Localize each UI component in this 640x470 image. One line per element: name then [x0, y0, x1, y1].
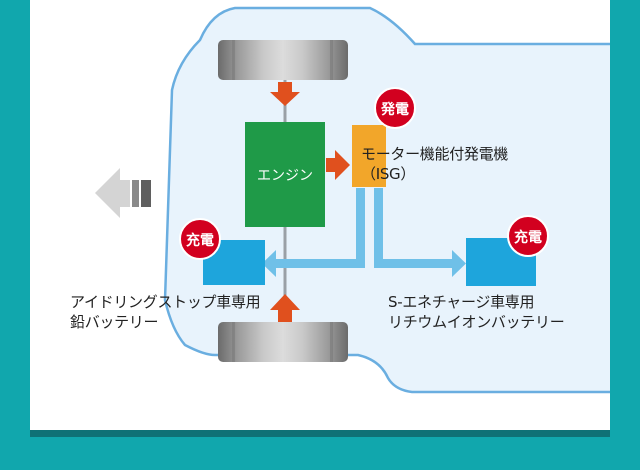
flow-arrow-to-lead-battery — [262, 188, 365, 277]
isg-label-line2: （ISG） — [361, 165, 416, 183]
power-arrow-front — [270, 82, 300, 106]
car-body-outline — [163, 6, 610, 394]
front-tire — [218, 40, 348, 80]
badge-charge-lithium: 充電 — [507, 215, 549, 257]
isg-block — [352, 125, 386, 187]
isg-label: モーター機能付発電機 （ISG） — [361, 144, 508, 184]
badge-charge-lead: 充電 — [179, 218, 221, 260]
lithium-battery-label-line1: S-エネチャージ車専用 — [388, 293, 535, 311]
lead-battery-label-line2: 鉛バッテリー — [70, 313, 159, 331]
isg-label-line1: モーター機能付発電機 — [361, 145, 509, 163]
rear-tire — [218, 322, 348, 362]
lithium-battery-label-line2: リチウムイオンバッテリー — [388, 313, 565, 331]
badge-charge-lead-label: 充電 — [186, 232, 214, 249]
power-arrow-rear — [270, 294, 300, 322]
badge-generate-label: 発電 — [380, 101, 409, 118]
engine-label: エンジン — [257, 168, 313, 184]
engine-block — [245, 122, 325, 227]
lead-battery-label: アイドリングストップ車専用 鉛バッテリー — [70, 292, 261, 332]
direction-arrow-icon — [95, 168, 151, 218]
lead-battery-label-line1: アイドリングストップ車専用 — [70, 293, 261, 311]
power-arrow-engine-to-isg — [326, 150, 350, 180]
badge-generate: 発電 — [374, 87, 416, 129]
lithium-battery-label: S-エネチャージ車専用 リチウムイオンバッテリー — [388, 292, 565, 332]
badge-charge-lithium-label: 充電 — [514, 229, 542, 246]
flow-arrow-to-lithium-battery — [374, 188, 466, 277]
